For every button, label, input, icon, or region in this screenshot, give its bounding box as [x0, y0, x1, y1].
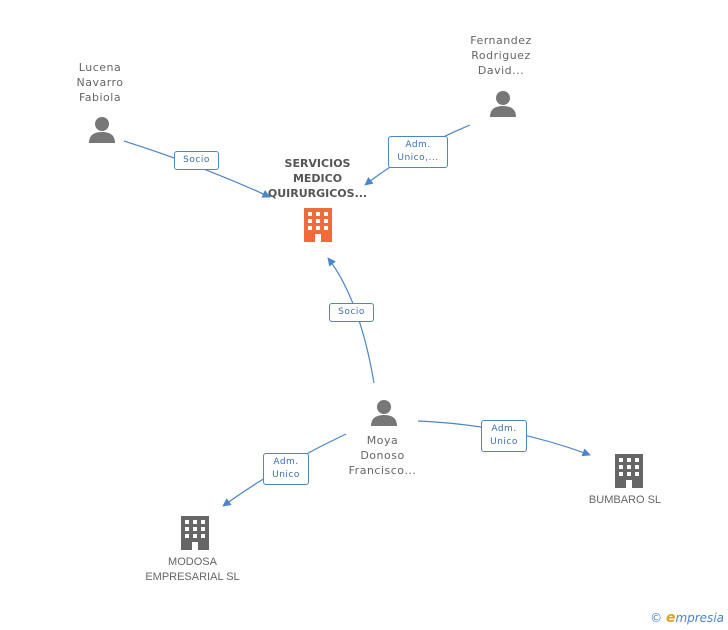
building-icon[interactable]	[304, 208, 332, 242]
building-icon[interactable]	[615, 454, 643, 488]
label-line: Fernandez	[470, 34, 532, 47]
person-icon[interactable]	[490, 91, 516, 117]
edge-label-text: Socio	[183, 155, 210, 165]
node-servicios-label[interactable]: SERVICIOS MEDICO QUIRURGICOS...	[255, 156, 380, 201]
label-line: MEDICO	[292, 172, 343, 185]
edge-label-moya-servicios: Socio	[329, 303, 374, 322]
person-icon[interactable]	[89, 117, 115, 143]
person-icon[interactable]	[371, 400, 397, 426]
edge-label-moya-bumbaro: Adm. Unico	[481, 420, 527, 452]
brand-footer: © empresia	[650, 610, 724, 626]
edge-label-text: Unico	[272, 470, 300, 480]
edge-label-text: Adm.	[273, 457, 299, 467]
copyright-icon: ©	[650, 611, 663, 625]
label-line: MODOSA	[168, 556, 217, 568]
label-line: Fabiola	[78, 91, 122, 104]
brand-logo-e: e	[665, 610, 676, 626]
label-line: Navarro	[76, 76, 124, 89]
label-line: QUIRURGICOS...	[267, 187, 368, 200]
edge-label-text: Unico	[490, 437, 518, 447]
label-line: Francisco...	[348, 464, 417, 477]
label-line: David...	[477, 64, 525, 77]
label-line: Donoso	[360, 449, 405, 462]
edge-label-fernandez-servicios: Adm. Unico,...	[388, 136, 448, 168]
node-modosa-label[interactable]: MODOSA EMPRESARIAL SL	[135, 555, 250, 585]
label-line: EMPRESARIAL SL	[145, 571, 240, 583]
node-fernandez-label[interactable]: Fernandez Rodriguez David...	[446, 33, 556, 78]
brand-logo-text: mpresia	[675, 611, 724, 625]
node-moya-label[interactable]: Moya Donoso Francisco...	[330, 433, 435, 478]
node-bumbaro-label[interactable]: BUMBARO SL	[575, 493, 675, 508]
edge-label-text: Adm.	[405, 140, 431, 150]
edge-label-lucena-servicios: Socio	[174, 151, 219, 170]
label-line: Moya	[366, 434, 399, 447]
edge-label-text: Adm.	[491, 424, 517, 434]
node-lucena-label[interactable]: Lucena Navarro Fabiola	[50, 60, 150, 105]
edge-label-text: Socio	[338, 307, 365, 317]
edge-label-moya-modosa: Adm. Unico	[263, 453, 309, 485]
label-line: Rodriguez	[471, 49, 531, 62]
label-line: BUMBARO SL	[588, 494, 662, 506]
building-icon[interactable]	[181, 516, 209, 550]
label-line: Lucena	[78, 61, 122, 74]
edge-label-text: Unico,...	[397, 153, 439, 163]
label-line: SERVICIOS	[284, 157, 351, 170]
